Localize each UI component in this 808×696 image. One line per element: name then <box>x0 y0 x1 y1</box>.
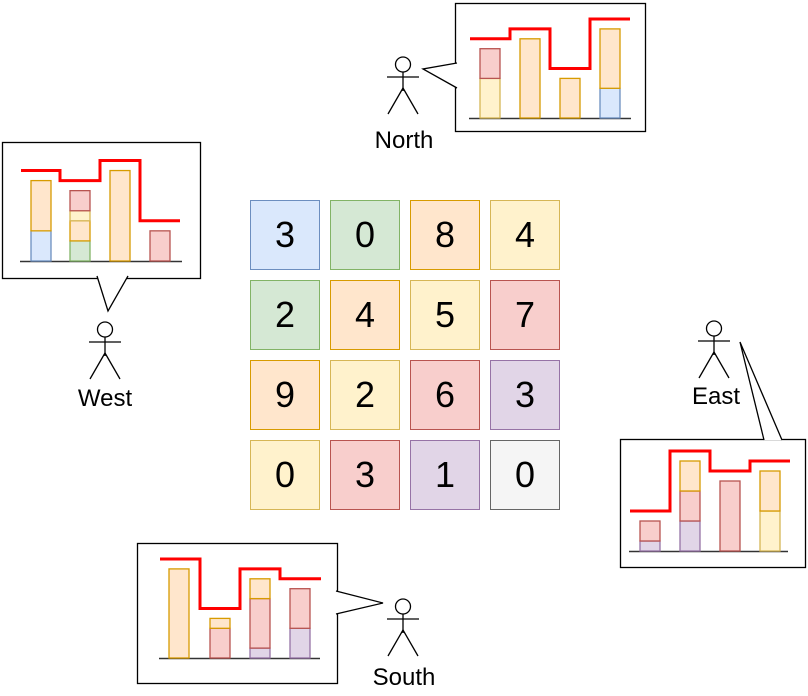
south-bar1-segment-orange <box>168 568 190 659</box>
south-bar3-segment-orange <box>249 578 271 600</box>
east-bar3-segment-red <box>719 480 741 552</box>
south-skyline-outline <box>160 557 321 610</box>
viewer-label-west: West <box>77 385 133 412</box>
south-bubble-tail-outline <box>335 590 384 615</box>
east-bar1-segment-red <box>639 520 661 542</box>
north-skyline-chart <box>469 28 631 120</box>
north-person-icon <box>387 56 419 115</box>
east-bar4-segment-orange <box>759 470 781 512</box>
east-skyline-outline <box>630 449 790 513</box>
west-bar2-segment-green <box>69 240 91 262</box>
south-bar3-segment-purple <box>249 647 271 659</box>
south-bar3-segment-red <box>249 597 271 649</box>
north-bar1-segment-yellow <box>479 77 501 119</box>
west-speech-bubble <box>1 141 202 313</box>
west-skyline-chart <box>20 169 182 263</box>
west-bar2-segment-yellow <box>69 210 91 222</box>
north-bar2-segment-orange <box>519 38 541 119</box>
grid-cell-r1c3: 8 <box>410 200 480 270</box>
west-bubble-tail-outline <box>96 275 129 313</box>
south-person-icon <box>387 598 419 657</box>
west-bubble-tail <box>97 276 128 311</box>
south-bar4-segment-red <box>289 588 311 629</box>
grid-cell-r2c3: 5 <box>410 280 480 350</box>
north-bar1-segment-red <box>479 48 501 80</box>
west-bar1-segment-orange <box>30 179 52 232</box>
south-bar4-segment-purple <box>289 627 311 659</box>
south-bar2-segment-red <box>209 627 231 659</box>
grid-cell-r2c2: 4 <box>330 280 400 350</box>
grid-cell-r3c3: 6 <box>410 360 480 430</box>
west-skyline-outline <box>21 159 180 223</box>
east-bar4-segment-yellow <box>759 510 781 552</box>
east-speech-bubble <box>619 341 807 569</box>
grid-cell-r1c2: 0 <box>330 200 400 270</box>
viewer-label-north: North <box>374 127 434 154</box>
viewer-label-east: East <box>691 383 741 410</box>
west-bar2-segment-red <box>69 189 91 212</box>
grid-cell-r4c4: 0 <box>490 440 560 510</box>
north-bubble-tail-outline <box>421 62 458 89</box>
east-bar1-segment-purple <box>639 540 661 552</box>
south-bubble-tail <box>336 591 383 614</box>
grid-cell-r4c1: 0 <box>250 440 320 510</box>
grid-cell-r3c4: 3 <box>490 360 560 430</box>
grid-cell-r4c3: 1 <box>410 440 480 510</box>
grid-cell-r1c1: 3 <box>250 200 320 270</box>
west-person-icon <box>89 321 121 380</box>
west-bar2-segment-orange <box>69 220 91 242</box>
west-bar3-segment-orange <box>109 169 131 262</box>
west-bar4-segment-red <box>149 230 171 262</box>
east-bar2-segment-red <box>679 490 701 522</box>
south-speech-bubble <box>136 542 384 685</box>
grid-cell-r3c2: 2 <box>330 360 400 430</box>
west-bar1-segment-blue <box>30 230 52 262</box>
north-bar3-segment-orange <box>559 77 581 119</box>
north-speech-bubble <box>421 2 647 133</box>
north-bar4-segment-blue <box>599 87 621 119</box>
grid-cell-r3c1: 9 <box>250 360 320 430</box>
east-skyline-chart <box>629 460 788 553</box>
grid-cell-r1c4: 4 <box>490 200 560 270</box>
grid-cell-r2c4: 7 <box>490 280 560 350</box>
south-skyline-chart <box>159 568 320 660</box>
viewer-label-south: South <box>372 664 436 691</box>
grid-cell-r4c2: 3 <box>330 440 400 510</box>
east-person-icon <box>698 320 730 379</box>
north-bubble-tail <box>423 63 457 88</box>
east-bar2-segment-orange <box>679 460 701 492</box>
north-skyline-outline <box>470 17 630 70</box>
north-bar4-segment-orange <box>599 28 621 89</box>
grid-cell-r2c1: 2 <box>250 280 320 350</box>
east-bubble-tail-outline <box>739 341 783 441</box>
south-bar2-segment-orange <box>209 617 231 629</box>
east-bar2-segment-purple <box>679 520 701 552</box>
